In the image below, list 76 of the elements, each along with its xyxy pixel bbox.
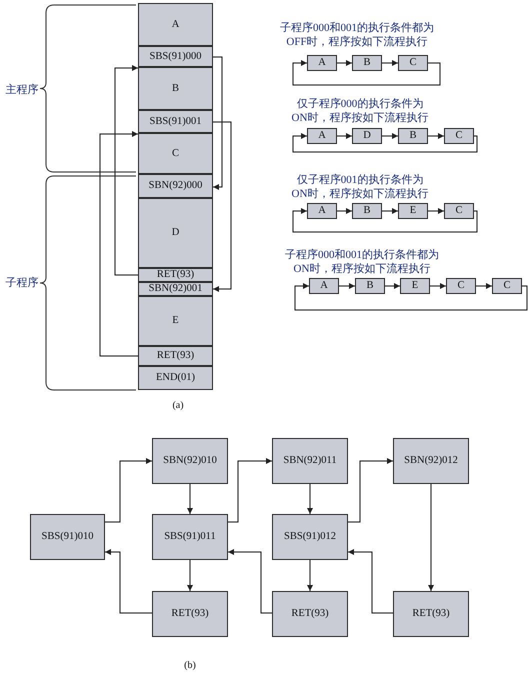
process-box: B [352,55,382,71]
program-block: SBS(91)001 [138,110,213,133]
process-box: SBN(92)011 [272,438,348,484]
process-box: RET(93) [393,591,469,637]
process-box: D [352,128,382,144]
program-block: SBN(92)000 [138,174,213,198]
program-block: C [138,133,213,174]
process-box: SBN(92)012 [393,438,469,484]
process-box: A [307,55,337,71]
program-block: SBN(92)001 [138,282,213,296]
arrow [228,549,272,614]
arrow [104,549,152,614]
process-box: C [398,55,428,71]
arrow [476,283,492,289]
program-block: RET(93) [138,346,213,366]
program-block: D [138,198,213,268]
arrow [104,458,152,522]
arrow [212,56,222,190]
arrow [307,560,313,592]
process-box: A [309,278,339,294]
arrow [382,133,398,139]
arrow [292,208,478,232]
figure-label: (b) [183,660,197,672]
flow-caption: 子程序000和001的执行条件都为ON时，程序按如下流程执行 [284,249,440,276]
arrow [384,283,400,289]
arrow [292,60,440,86]
process-box: RET(93) [272,591,348,637]
arrow [307,484,313,514]
process-box: SBS(91)011 [152,514,228,560]
process-box: C [444,203,474,219]
program-block: E [138,296,213,346]
arrow [294,283,528,310]
arrow [228,458,272,522]
arrow [100,131,138,356]
arrow [336,133,352,139]
arrow [428,208,444,214]
process-box: E [398,203,428,219]
process-box: RET(93) [152,591,228,637]
process-box: SBS(91)010 [30,514,105,560]
arrow [430,283,446,289]
process-box: B [355,278,385,294]
process-box: SBN(92)010 [152,438,228,484]
arrow [382,208,398,214]
process-box: B [352,203,382,219]
bracket-label: 子程序 [4,277,40,291]
figure-label: (a) [171,400,185,412]
arrow [212,122,232,292]
arrow [428,484,434,592]
flow-caption: 仅子程序000的执行条件为ON时，程序按如下流程执行 [290,98,430,126]
arrow [187,560,193,592]
process-box: SBS(91)012 [272,514,348,560]
process-box: B [398,128,428,144]
process-box: C [446,278,476,294]
flow-caption: 子程序000和001的执行条件都为OFF时，程序按如下流程执行 [279,22,435,50]
program-block: SBS(91)000 [138,46,213,67]
arrow [336,208,352,214]
arrow [348,458,394,522]
arrow [382,60,398,66]
program-block: A [138,3,213,46]
program-block: END(01) [138,366,213,390]
process-box: C [492,278,522,294]
arrow [292,133,478,152]
process-box: A [307,203,337,219]
arrow [114,65,138,276]
arrow [428,133,444,139]
arrow [338,283,356,289]
program-block: B [138,67,213,110]
process-box: C [444,128,474,144]
arrow [336,60,352,66]
program-block: RET(93) [138,268,213,282]
flow-caption: 仅子程序001的执行条件为ON时，程序按如下流程执行 [290,174,430,202]
arrow [348,549,394,614]
process-box: E [400,278,430,294]
arrow [187,484,193,514]
process-box: A [307,128,337,144]
bracket-label: 主程序 [4,84,40,98]
